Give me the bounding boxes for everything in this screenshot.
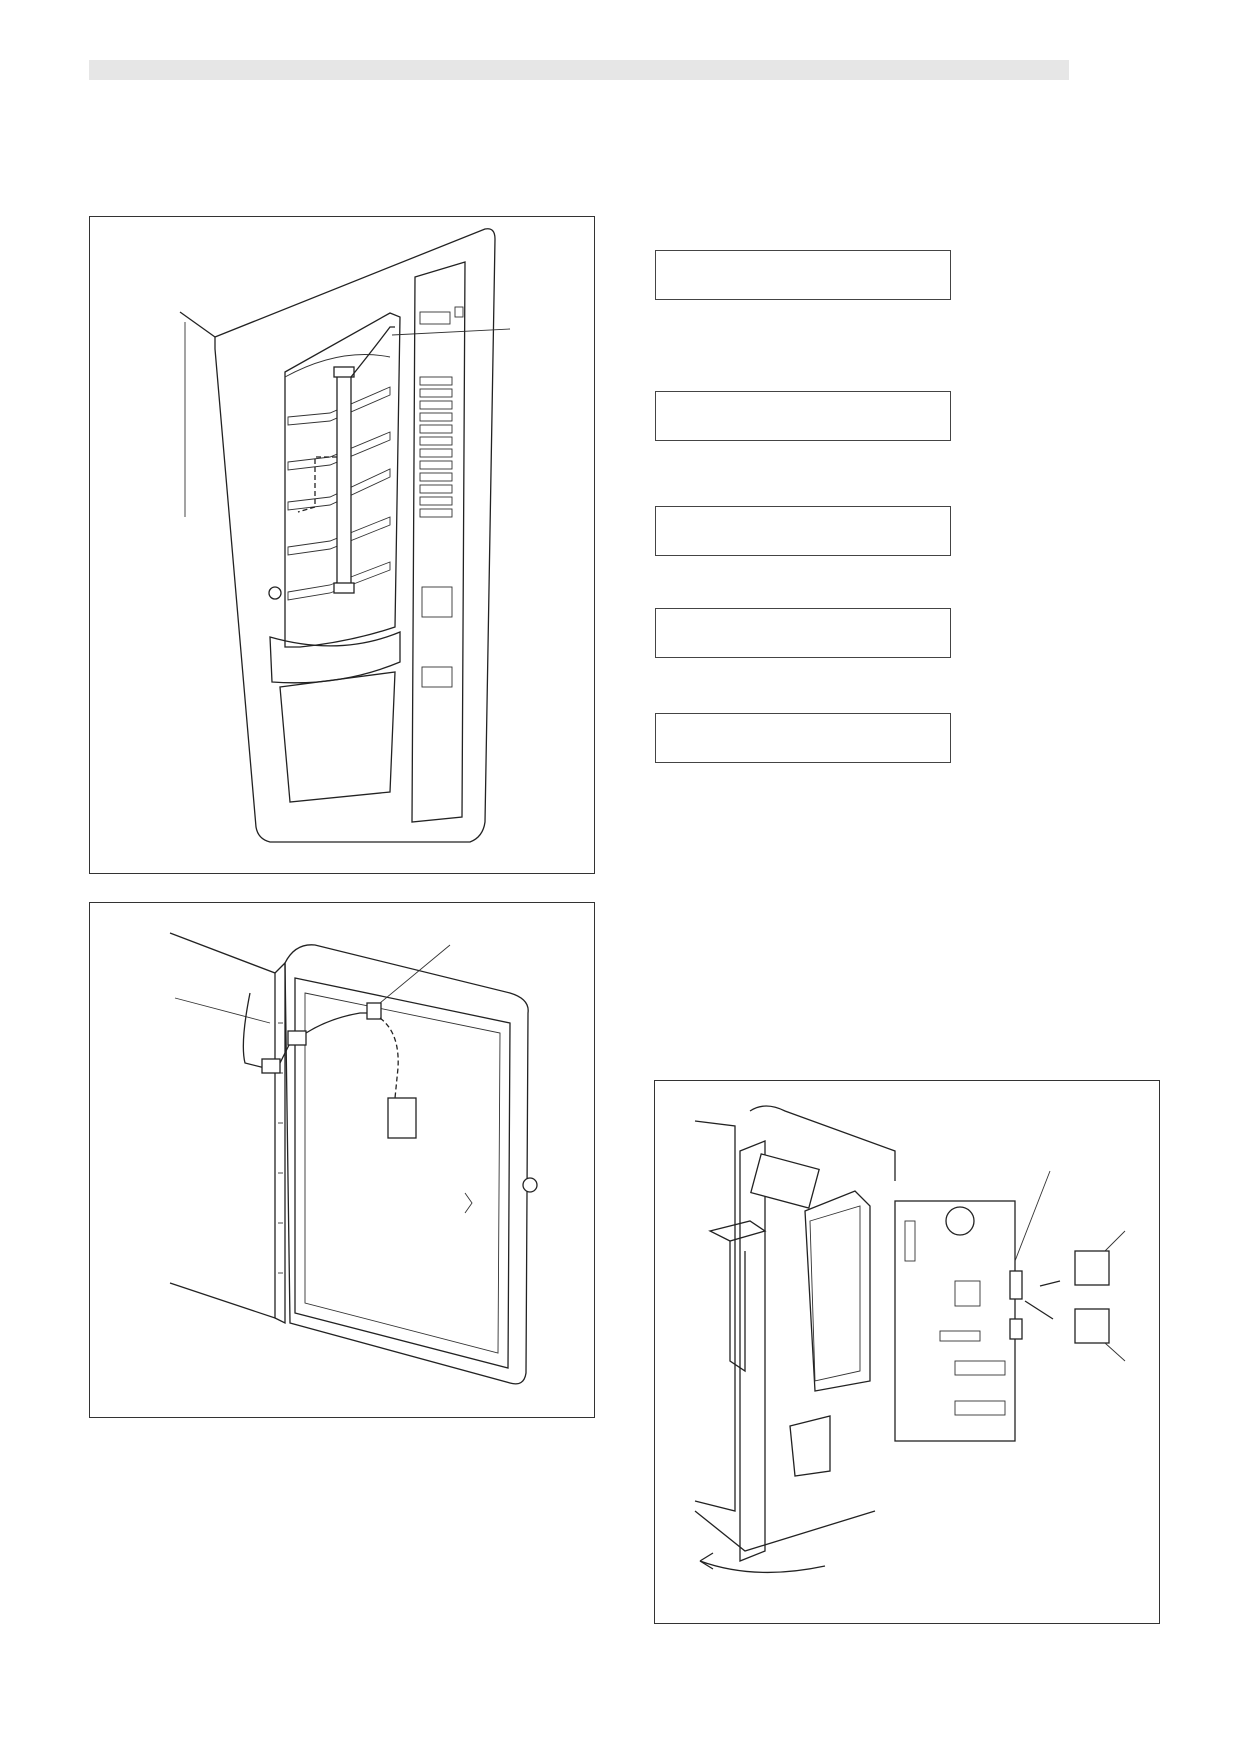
arrow-in (1039, 1280, 1061, 1287)
text-box-2 (655, 391, 951, 441)
door-illustration (179, 228, 511, 843)
connector-zoom-2 (1074, 1308, 1110, 1344)
ballast-box (387, 1097, 417, 1139)
coin-tray (789, 1415, 831, 1477)
arrow-out (1024, 1300, 1054, 1320)
bracket-top (708, 1220, 767, 1242)
bracket-body (729, 1241, 746, 1373)
cable-hidden (379, 1017, 399, 1099)
upper-board (750, 1153, 820, 1209)
cable-right (305, 1012, 375, 1034)
eprom-2 (954, 1400, 1006, 1416)
tube-cable (350, 326, 395, 378)
door-outline (214, 228, 496, 843)
cable-illustration (169, 932, 538, 1385)
hinge-edge (274, 961, 286, 1325)
control-panel (411, 261, 466, 823)
text-box-1 (655, 250, 951, 300)
cable-left (242, 992, 266, 1069)
cabinet-left (694, 1120, 736, 1512)
door-inner-frame (294, 977, 511, 1369)
callout-leader-5 (1014, 1170, 1051, 1262)
figure-control-board (654, 1080, 1160, 1624)
text-box-5 (655, 713, 951, 763)
delivery-flap (269, 631, 401, 684)
cabinet-edge (179, 311, 216, 338)
swing-arrow (699, 1560, 826, 1574)
callout-leader-1 (391, 328, 511, 336)
window-outline (284, 312, 401, 648)
open-door (284, 944, 529, 1385)
display-window (421, 586, 453, 618)
door-lock (522, 1177, 538, 1193)
buzzer (945, 1206, 975, 1236)
inner-panel (739, 1140, 766, 1562)
connector-plug-2 (287, 1030, 307, 1046)
return-slot (421, 666, 453, 688)
connector-zoom-1 (1074, 1250, 1110, 1286)
board-illustration (694, 1105, 1126, 1574)
connector-plug-1 (261, 1058, 281, 1074)
header-band (89, 60, 1069, 80)
delivery-opening (279, 671, 396, 803)
shelf-1 (287, 386, 391, 426)
shelf-4 (287, 516, 391, 556)
coin-slot (419, 311, 451, 325)
eprom-1 (954, 1360, 1006, 1376)
text-box-3 (655, 506, 951, 556)
callout-leader-3 (1104, 1230, 1126, 1252)
figure-door-cable (89, 902, 595, 1418)
cabinet-floor (694, 1510, 876, 1552)
cabinet-top (749, 1105, 896, 1181)
shelf-2 (287, 431, 391, 471)
shelf-3 (287, 468, 391, 511)
processor-chip (954, 1280, 981, 1307)
cable-link (279, 1042, 291, 1064)
connector-block (1009, 1270, 1023, 1300)
shelf-5 (287, 561, 391, 601)
lock-knob (268, 586, 282, 600)
light-tube (336, 371, 352, 588)
selection-buttons (419, 376, 453, 518)
callout-leader-2 (379, 944, 451, 1004)
board-mount (804, 1190, 871, 1392)
left-door (169, 932, 276, 1319)
text-box-4 (655, 608, 951, 658)
cable-clip (366, 1002, 382, 1020)
figure-door-light-tube (89, 216, 595, 874)
callout-leader-4 (1104, 1342, 1126, 1362)
